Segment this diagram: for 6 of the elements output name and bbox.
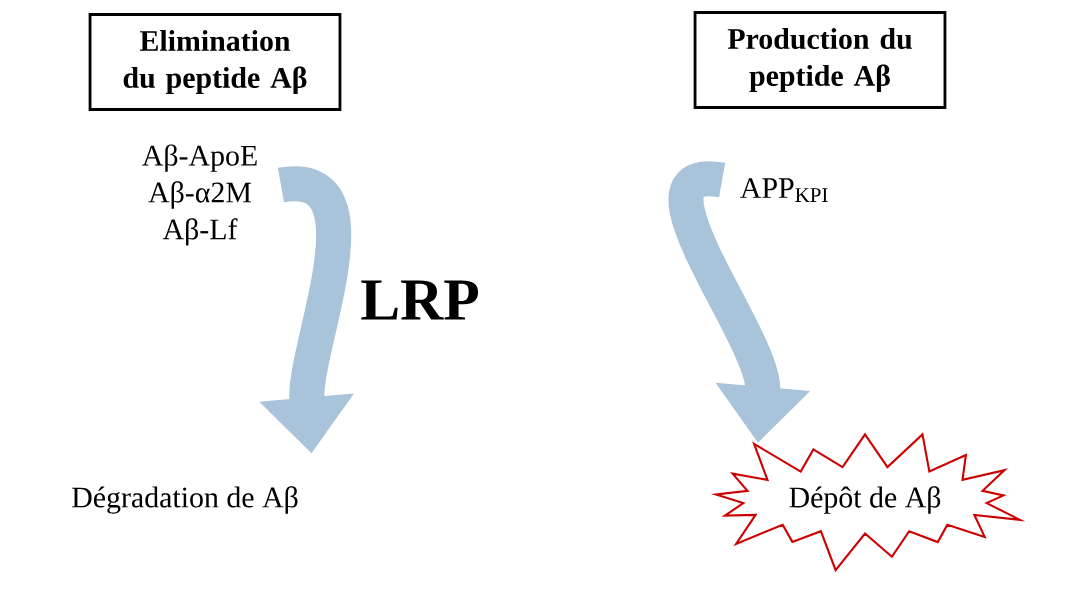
text-label: Dégradation de Aβ <box>72 486 298 514</box>
text-label: APP$_{KPI}$ <box>740 178 828 202</box>
center-label: LRP <box>361 280 479 320</box>
title-box: Elimination du peptide Aβ <box>88 13 342 111</box>
text-label: Aβ-ApoE Aβ-α2M Aβ-Lf <box>142 144 257 246</box>
title-box: Production du peptide Aβ <box>693 11 947 109</box>
